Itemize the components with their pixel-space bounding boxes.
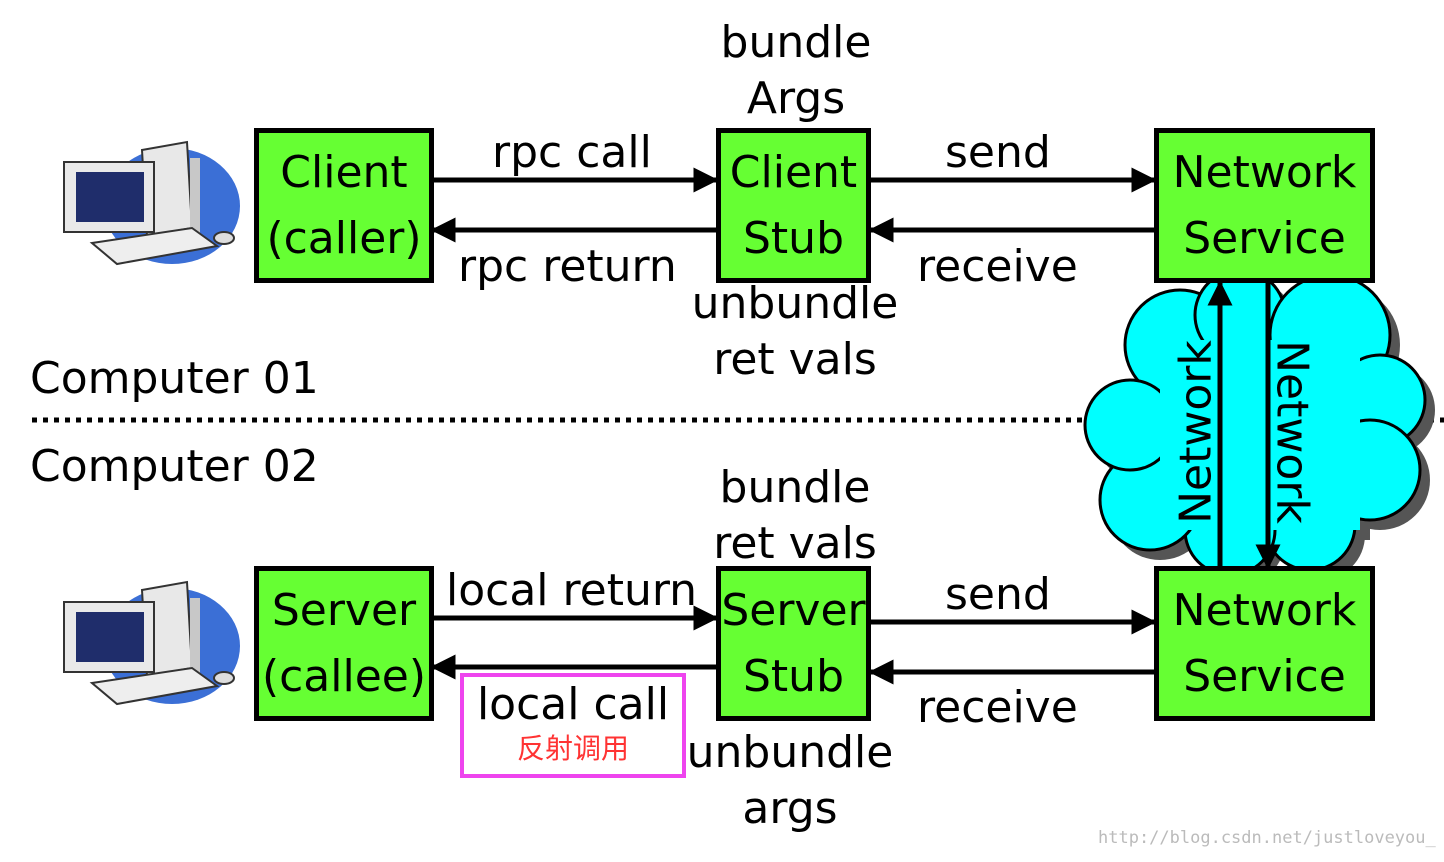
receive-top-label: receive [917, 241, 1078, 292]
server-stub-line1: Server [721, 584, 866, 636]
client-box-line1: Client [280, 146, 408, 198]
local-call-subtitle: 反射调用 [516, 732, 629, 765]
unbundle-ret-vals-annotation: unbundle ret vals [690, 276, 900, 388]
net-service-bottom-line1: Network [1172, 584, 1357, 636]
server-stub-line2: Stub [743, 650, 844, 702]
local-call-note: local call 反射调用 [460, 673, 686, 778]
bundle-ret-vals-annotation: bundle ret vals [690, 460, 900, 572]
server-box-line2: (callee) [261, 650, 427, 702]
server-callee-box: Server (callee) [254, 566, 434, 721]
local-call-title: local call [476, 679, 670, 730]
server-stub-box: Server Stub [716, 566, 871, 721]
send-bottom-label: send [945, 569, 1051, 620]
computer-01-label: Computer 01 [30, 353, 319, 404]
unbundle-ret-vals-line1: unbundle [691, 278, 899, 329]
bundle-ret-vals-line2: ret vals [713, 518, 877, 569]
bundle-args-line1: bundle [720, 17, 872, 68]
client-stub-line1: Client [729, 146, 858, 198]
local-return-label: local return [446, 565, 698, 616]
client-stub-line2: Stub [743, 212, 844, 264]
client-box-line2: (caller) [266, 212, 422, 264]
computer-icon-bottom [63, 580, 240, 706]
network-service-top-box: Network Service [1154, 128, 1375, 283]
unbundle-args-annotation: unbundle args [685, 725, 895, 837]
unbundle-ret-vals-line2: ret vals [713, 334, 877, 385]
bundle-args-line2: Args [746, 73, 846, 124]
net-service-top-line1: Network [1172, 146, 1357, 198]
bundle-ret-vals-line1: bundle [719, 462, 871, 513]
rpc-return-label: rpc return [458, 241, 677, 292]
net-service-bottom-line2: Service [1183, 650, 1346, 702]
receive-bottom-label: receive [917, 682, 1078, 733]
network-service-bottom-box: Network Service [1154, 566, 1375, 721]
send-top-label: send [945, 127, 1051, 178]
bundle-args-annotation: bundle Args [706, 15, 886, 127]
unbundle-args-line1: unbundle [686, 727, 894, 778]
server-box-line1: Server [271, 584, 417, 636]
rpc-call-label: rpc call [492, 127, 652, 178]
unbundle-args-line2: args [742, 783, 838, 834]
network-up-label: Network [1170, 340, 1222, 524]
client-caller-box: Client (caller) [254, 128, 434, 283]
computer-icon-top [63, 140, 240, 266]
network-cloud-icon [1083, 268, 1435, 585]
network-down-label: Network [1266, 340, 1318, 524]
client-stub-box: Client Stub [716, 128, 871, 283]
watermark: http://blog.csdn.net/justloveyou_ [1098, 828, 1436, 848]
net-service-top-line2: Service [1183, 212, 1346, 264]
computer-02-label: Computer 02 [30, 441, 319, 492]
